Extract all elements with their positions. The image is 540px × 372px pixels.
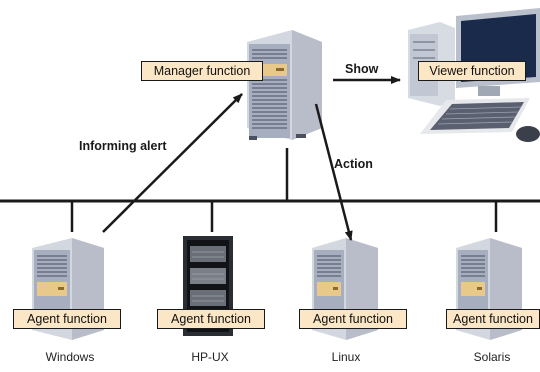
informing-alert-flow-label: Informing alert xyxy=(79,139,167,153)
os-label-linux: Linux xyxy=(331,350,361,364)
show-flow-label: Show xyxy=(345,62,379,76)
manager-function-label: Manager function xyxy=(141,61,263,81)
manager-server-icon xyxy=(247,30,322,140)
action-arrow xyxy=(314,103,353,241)
action-flow-label: Action xyxy=(334,157,373,171)
os-label-hpux: HP-UX xyxy=(191,350,229,364)
agent-function-label-linux: Agent function xyxy=(299,309,407,329)
agent-function-label-solaris: Agent function xyxy=(446,309,540,329)
os-label-windows: Windows xyxy=(45,350,95,364)
informing-alert-arrow xyxy=(102,93,243,233)
agent-function-label-windows: Agent function xyxy=(13,309,121,329)
os-label-solaris: Solaris xyxy=(473,350,511,364)
viewer-function-label: Viewer function xyxy=(418,61,526,81)
agent-function-label-hpux: Agent function xyxy=(157,309,265,329)
